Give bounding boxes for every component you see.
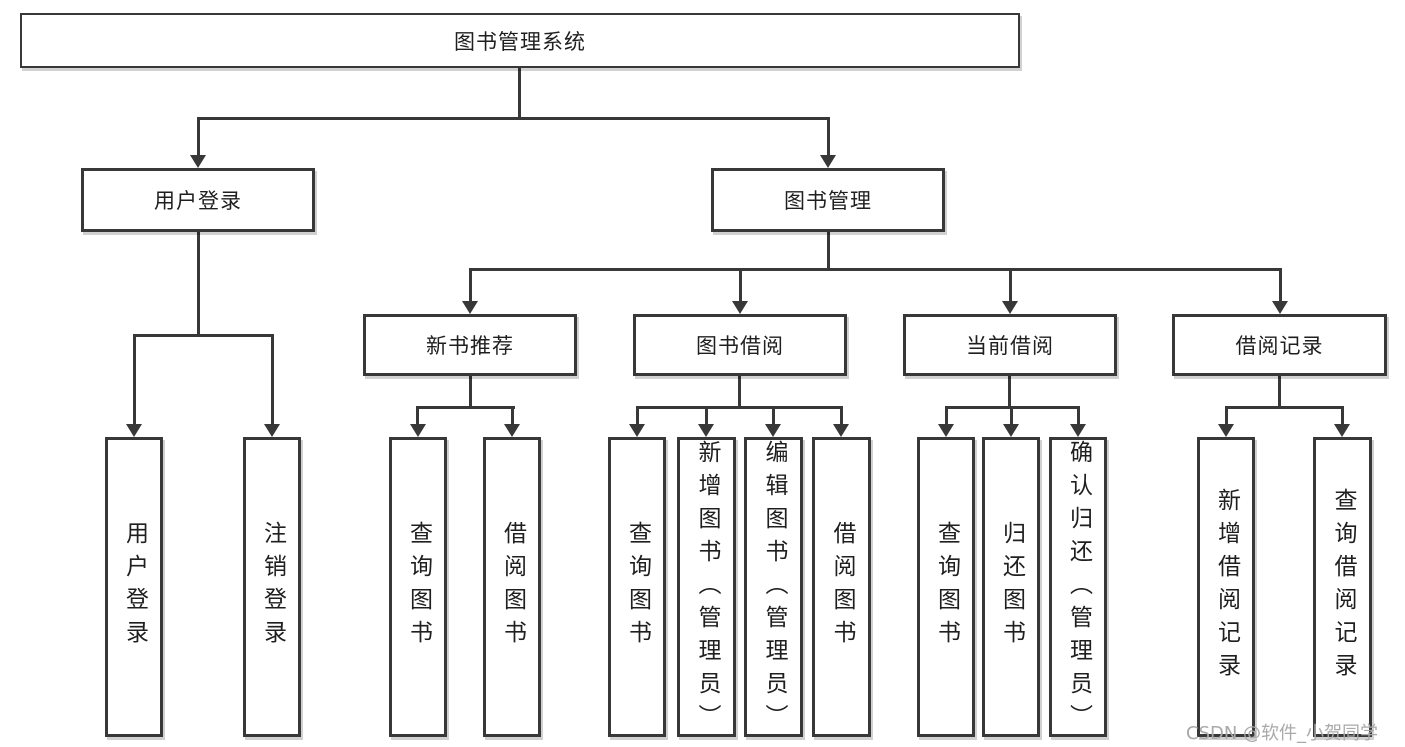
connector-line — [1279, 268, 1282, 302]
node-book-management: 图书管理 — [711, 168, 945, 232]
arrow-down-icon — [833, 424, 849, 437]
arrow-down-icon — [1272, 301, 1288, 314]
arrow-down-icon — [765, 424, 781, 437]
connector-line — [197, 117, 830, 120]
leaf-records-query-record: 查询借阅记录 — [1313, 437, 1372, 737]
arrow-down-icon — [190, 155, 206, 168]
connector-line — [705, 406, 708, 425]
connector-line — [1009, 268, 1012, 302]
connector-line — [945, 406, 948, 425]
arrow-down-icon — [1218, 424, 1234, 437]
connector-line — [271, 334, 274, 425]
arrow-down-icon — [410, 424, 426, 437]
connector-line — [416, 406, 515, 409]
leaf-records-add-record: 新增借阅记录 — [1197, 437, 1255, 737]
arrow-down-icon — [504, 424, 520, 437]
arrow-down-icon — [126, 424, 142, 437]
connector-line — [636, 406, 843, 409]
node-new-book-recommend: 新书推荐 — [363, 314, 577, 376]
arrow-down-icon — [264, 424, 280, 437]
leaf-recommend-query-books: 查询图书 — [389, 437, 447, 737]
node-user-login: 用户登录 — [81, 168, 315, 232]
leaf-current-query-books: 查询图书 — [917, 437, 975, 737]
connector-line — [1225, 406, 1228, 425]
arrow-down-icon — [938, 424, 954, 437]
arrow-down-icon — [820, 155, 836, 168]
node-book-borrowing: 图书借阅 — [633, 314, 847, 376]
connector-line — [511, 406, 514, 425]
connector-line — [772, 406, 775, 425]
arrow-down-icon — [698, 424, 714, 437]
connector-line — [469, 268, 1282, 271]
connector-line — [840, 406, 843, 425]
csdn-watermark: CSDN @软件_小贺同学 — [1186, 723, 1379, 744]
connector-line — [197, 117, 200, 157]
leaf-borrowing-add-books-admin: 新增图书（管理员） — [677, 437, 736, 737]
connector-line — [518, 68, 521, 120]
leaf-current-return-books: 归还图书 — [982, 437, 1040, 737]
connector-line — [1278, 376, 1281, 409]
node-borrowing-records: 借阅记录 — [1172, 314, 1387, 376]
connector-line — [827, 232, 830, 271]
connector-line — [1077, 406, 1080, 425]
connector-line — [738, 376, 741, 409]
arrow-down-icon — [732, 301, 748, 314]
leaf-current-confirm-return-admin: 确认归还（管理员） — [1049, 437, 1107, 737]
connector-line — [1341, 406, 1344, 425]
connector-line — [133, 334, 274, 337]
leaf-logout: 注销登录 — [243, 437, 301, 737]
connector-line — [469, 268, 472, 302]
leaf-user-login: 用户登录 — [105, 437, 163, 737]
node-current-borrowing: 当前借阅 — [903, 314, 1117, 376]
connector-line — [1010, 406, 1013, 425]
node-root-library-system: 图书管理系统 — [20, 13, 1020, 68]
connector-line — [1008, 376, 1011, 409]
connector-line — [827, 117, 830, 157]
arrow-down-icon — [1003, 424, 1019, 437]
connector-line — [1225, 406, 1344, 409]
connector-line — [739, 268, 742, 302]
connector-line — [133, 334, 136, 425]
leaf-recommend-borrow-books: 借阅图书 — [483, 437, 541, 737]
arrow-down-icon — [1070, 424, 1086, 437]
arrow-down-icon — [1002, 301, 1018, 314]
arrow-down-icon — [462, 301, 478, 314]
leaf-borrowing-edit-books-admin: 编辑图书（管理员） — [744, 437, 803, 737]
connector-line — [636, 406, 639, 425]
leaf-borrowing-borrow-books: 借阅图书 — [812, 437, 871, 737]
arrow-down-icon — [1334, 424, 1350, 437]
connector-line — [469, 376, 472, 409]
leaf-borrowing-query-books: 查询图书 — [608, 437, 666, 737]
connector-line — [197, 232, 200, 337]
connector-line — [416, 406, 419, 425]
arrow-down-icon — [629, 424, 645, 437]
